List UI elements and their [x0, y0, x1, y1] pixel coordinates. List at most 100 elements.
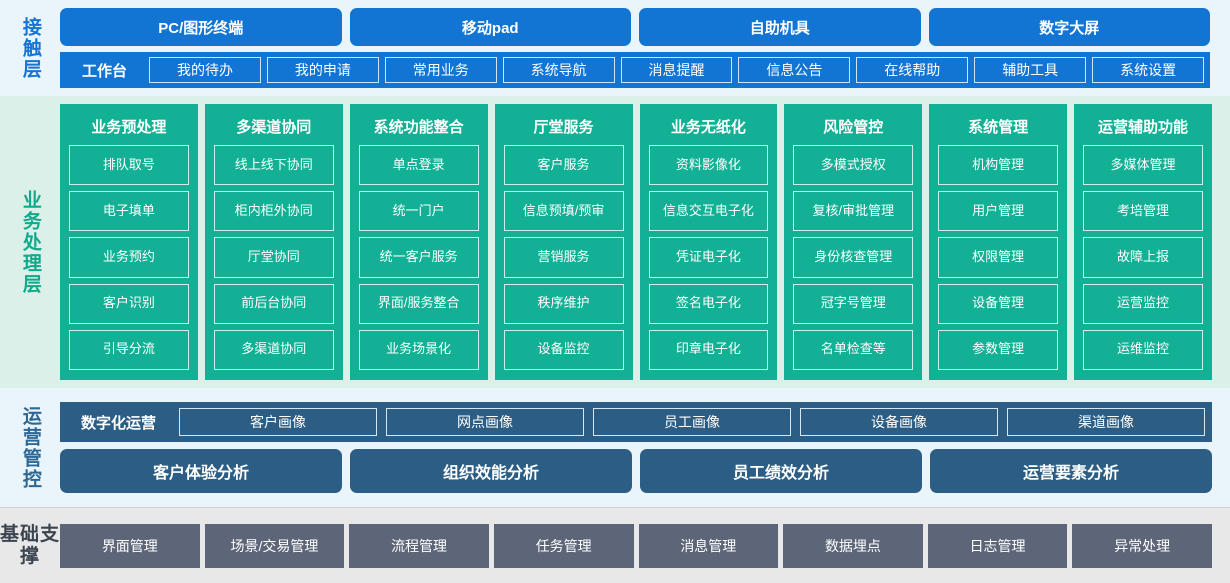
biz-item[interactable]: 业务场景化 — [358, 329, 479, 371]
biz-item[interactable]: 厅堂协同 — [213, 237, 334, 278]
base-item-message-management[interactable]: 消息管理 — [638, 523, 779, 568]
chip-system-navigation[interactable]: 系统导航 — [502, 57, 615, 83]
terminal-digital-screen-label: 数字大屏 — [1039, 19, 1100, 37]
analysis-customer-experience[interactable]: 客户体验分析 — [60, 449, 342, 493]
biz-item[interactable]: 信息预填/预审 — [503, 191, 624, 232]
biz-item[interactable]: 复核/审批管理 — [793, 191, 914, 232]
biz-item[interactable]: 签名电子化 — [648, 283, 769, 324]
biz-item[interactable]: 营销服务 — [503, 237, 624, 278]
biz-item[interactable]: 秩序维护 — [503, 283, 624, 324]
chip-online-help-label: 在线帮助 — [884, 62, 941, 78]
biz-item[interactable]: 用户管理 — [938, 191, 1059, 232]
terminal-digital-screen[interactable]: 数字大屏 — [928, 8, 1210, 46]
chip-auxiliary-tools-label: 辅助工具 — [1002, 62, 1059, 78]
biz-item[interactable]: 单点登录 — [358, 145, 479, 186]
digital-ops-title: 数字化运营 — [81, 414, 157, 432]
biz-item[interactable]: 电子填单 — [69, 191, 189, 232]
biz-item[interactable]: 设备监控 — [503, 329, 624, 371]
biz-item[interactable]: 界面/服务整合 — [358, 283, 479, 324]
analysis-org-efficiency[interactable]: 组织效能分析 — [350, 449, 632, 493]
biz-item[interactable]: 设备管理 — [938, 283, 1059, 324]
biz-item[interactable]: 权限管理 — [938, 237, 1059, 278]
analysis-staff-performance-label: 员工绩效分析 — [732, 465, 829, 482]
biz-column-system-management: 系统管理 机构管理 用户管理 权限管理 设备管理 参数管理 — [929, 104, 1068, 380]
chip-message-reminder[interactable]: 消息提醒 — [620, 57, 733, 83]
biz-item[interactable]: 参数管理 — [938, 329, 1059, 371]
portrait-channel-label: 渠道画像 — [1078, 414, 1135, 430]
base-item-message-management-label: 消息管理 — [680, 537, 737, 554]
portrait-branch-label: 网点画像 — [457, 414, 514, 430]
portrait-channel[interactable]: 渠道画像 — [1007, 408, 1206, 436]
biz-item[interactable]: 身份核查管理 — [793, 237, 914, 278]
biz-item[interactable]: 线上线下协同 — [213, 145, 334, 186]
base-item-ui-management[interactable]: 界面管理 — [60, 523, 200, 568]
biz-item[interactable]: 考培管理 — [1083, 191, 1203, 232]
portrait-device-label: 设备画像 — [871, 414, 928, 430]
biz-column-paperless: 业务无纸化 资料影像化 信息交互电子化 凭证电子化 签名电子化 印章电子化 — [639, 104, 778, 380]
portrait-device[interactable]: 设备画像 — [800, 408, 999, 436]
base-item-data-tracking-label: 数据埋点 — [824, 537, 881, 554]
biz-item[interactable]: 机构管理 — [938, 145, 1059, 186]
biz-item[interactable]: 故障上报 — [1083, 237, 1203, 278]
biz-item[interactable]: 前后台协同 — [213, 283, 334, 324]
chip-system-settings-label: 系统设置 — [1120, 62, 1177, 78]
base-item-data-tracking[interactable]: 数据埋点 — [783, 523, 923, 568]
base-layer-label-cell: 基础支撑 — [0, 508, 60, 583]
chip-my-todo[interactable]: 我的待办 — [149, 57, 261, 83]
terminal-row: PC/图形终端 移动pad 自助机具 数字大屏 — [60, 8, 1210, 46]
biz-item[interactable]: 客户服务 — [503, 145, 624, 186]
chip-auxiliary-tools[interactable]: 辅助工具 — [974, 57, 1087, 83]
biz-item[interactable]: 业务预约 — [69, 237, 189, 278]
biz-item[interactable]: 运营监控 — [1083, 283, 1203, 324]
biz-item[interactable]: 多媒体管理 — [1083, 145, 1203, 186]
biz-item[interactable]: 运维监控 — [1083, 329, 1203, 371]
biz-column-title: 运营辅助功能 — [1098, 118, 1189, 136]
biz-column-title: 业务无纸化 — [670, 118, 746, 136]
base-item-scenario-transaction[interactable]: 场景/交易管理 — [204, 523, 345, 568]
biz-item[interactable]: 冠字号管理 — [793, 283, 914, 324]
portrait-customer-label: 客户画像 — [250, 414, 307, 430]
chip-information-bulletin[interactable]: 信息公告 — [738, 57, 851, 83]
terminal-self-service[interactable]: 自助机具 — [639, 8, 921, 46]
biz-item[interactable]: 排队取号 — [69, 145, 189, 186]
base-item-ui-management-label: 界面管理 — [101, 537, 158, 554]
biz-item[interactable]: 客户识别 — [69, 283, 189, 324]
chip-system-settings[interactable]: 系统设置 — [1092, 57, 1205, 83]
biz-item[interactable]: 柜内柜外协同 — [213, 191, 334, 232]
biz-item[interactable]: 凭证电子化 — [648, 237, 769, 278]
chip-common-business[interactable]: 常用业务 — [384, 57, 497, 83]
chip-system-navigation-label: 系统导航 — [530, 62, 587, 78]
chip-common-business-label: 常用业务 — [412, 62, 469, 78]
biz-item[interactable]: 资料影像化 — [648, 145, 769, 186]
base-item-task-management[interactable]: 任务管理 — [493, 523, 634, 568]
base-item-log-management[interactable]: 日志管理 — [927, 523, 1068, 568]
biz-item[interactable]: 印章电子化 — [648, 329, 769, 371]
biz-item[interactable]: 多模式授权 — [793, 145, 914, 186]
biz-item[interactable]: 统一门户 — [358, 191, 479, 232]
chip-message-reminder-label: 消息提醒 — [648, 62, 705, 78]
terminal-pc[interactable]: PC/图形终端 — [60, 8, 342, 46]
biz-item[interactable]: 名单检查等 — [793, 329, 914, 371]
chip-information-bulletin-label: 信息公告 — [766, 62, 823, 78]
base-item-exception-handling[interactable]: 异常处理 — [1072, 523, 1212, 568]
chip-my-application[interactable]: 我的申请 — [266, 57, 379, 83]
biz-column-title: 系统管理 — [968, 118, 1029, 136]
analysis-ops-elements[interactable]: 运营要素分析 — [930, 449, 1212, 493]
portrait-branch[interactable]: 网点画像 — [386, 408, 585, 436]
base-item-process-management[interactable]: 流程管理 — [349, 523, 489, 568]
portrait-staff[interactable]: 员工画像 — [593, 408, 792, 436]
biz-column-title: 厅堂服务 — [533, 118, 594, 136]
portrait-customer[interactable]: 客户画像 — [179, 408, 378, 436]
analysis-staff-performance[interactable]: 员工绩效分析 — [640, 449, 922, 493]
terminal-mobile-pad[interactable]: 移动pad — [349, 8, 631, 46]
workbench-row: 工作台 我的待办 我的申请 常用业务 系统导航 消息提醒 信息公告 在线帮助 辅… — [60, 52, 1210, 88]
biz-item[interactable]: 多渠道协同 — [213, 329, 334, 371]
chip-online-help[interactable]: 在线帮助 — [856, 57, 969, 83]
business-layer-body: 业务预处理 排队取号 电子填单 业务预约 客户识别 引导分流 多渠道协同 线上线… — [60, 96, 1230, 388]
biz-item[interactable]: 统一客户服务 — [358, 237, 479, 278]
base-layer-label: 基础支撑 — [0, 523, 61, 567]
base-item-task-management-label: 任务管理 — [535, 537, 592, 554]
biz-item[interactable]: 引导分流 — [69, 329, 189, 371]
terminal-mobile-pad-label: 移动pad — [461, 19, 519, 37]
biz-item[interactable]: 信息交互电子化 — [648, 191, 769, 232]
